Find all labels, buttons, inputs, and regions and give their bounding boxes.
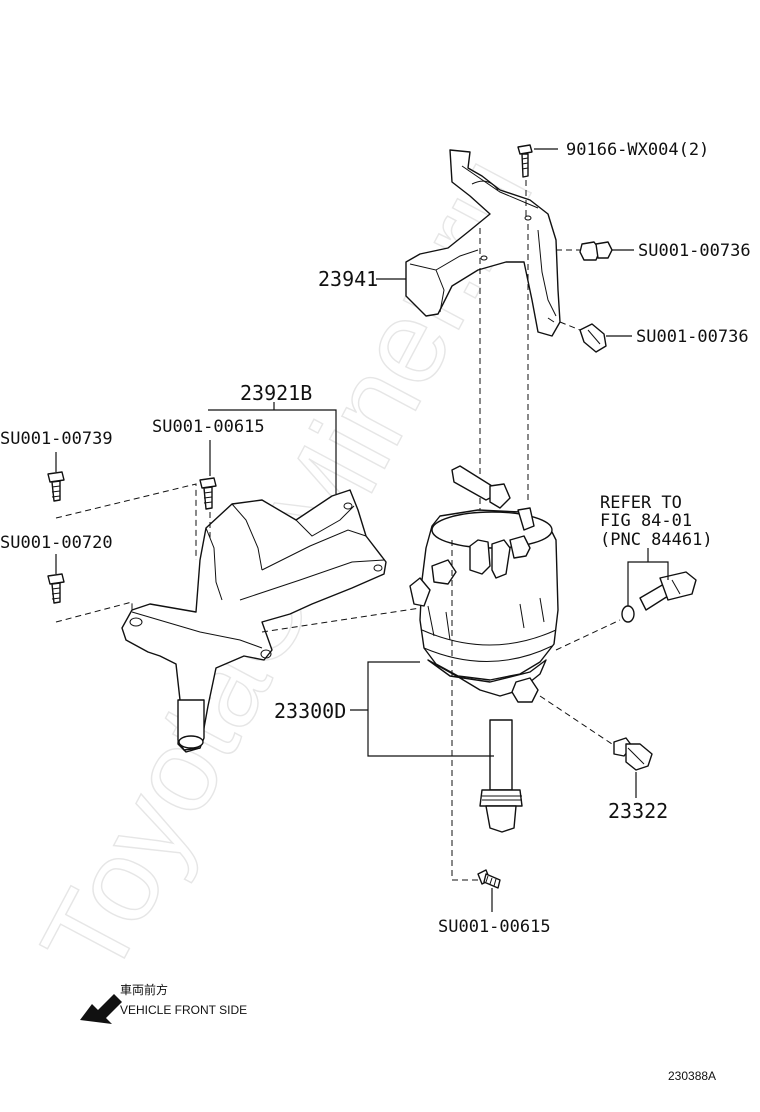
label-bolt-00615-bracket: SU001-00615: [152, 417, 265, 437]
label-bolt-90166: 90166-WX004(2): [566, 140, 709, 160]
bolt-00615-bottom-drawing: [477, 869, 501, 889]
label-bolt-00615-bottom: SU001-00615: [438, 917, 551, 937]
label-23921b: 23921B: [240, 381, 312, 405]
sensor-84461-drawing: [621, 571, 697, 623]
bracket-23941-drawing: [405, 149, 561, 337]
bolt-90166-drawing: [517, 144, 533, 178]
label-clip-1: SU001-00736: [638, 241, 751, 261]
label-bolt-00739: SU001-00739: [0, 429, 113, 449]
clip-2-drawing: [579, 323, 607, 353]
label-clip-2: SU001-00736: [636, 327, 749, 347]
label-refer-to: REFER TO: [600, 493, 682, 513]
label-bolt-00720: SU001-00720: [0, 533, 113, 553]
bolt-00739-drawing: [47, 471, 65, 502]
direction-label-jp: 車両前方: [120, 982, 168, 997]
label-23300d: 23300D: [274, 699, 346, 723]
label-23322: 23322: [608, 799, 668, 823]
figure-id: 230388A: [668, 1069, 716, 1083]
plug-23322-drawing: [613, 737, 653, 771]
clip-1-drawing: [579, 241, 613, 261]
bracket-23921b-drawing: [121, 489, 387, 753]
bolt-00720-drawing: [47, 573, 65, 604]
label-23941: 23941: [318, 267, 378, 291]
bolt-00615-bracket-drawing: [199, 477, 217, 510]
direction-label-en: VEHICLE FRONT SIDE: [120, 1003, 247, 1017]
label-refer-pnc: (PNC 84461): [600, 530, 713, 550]
label-refer-fig: FIG 84-01: [600, 511, 692, 531]
fuel-filter-drawing: [409, 465, 559, 833]
vehicle-front-arrow-icon: [80, 994, 122, 1024]
